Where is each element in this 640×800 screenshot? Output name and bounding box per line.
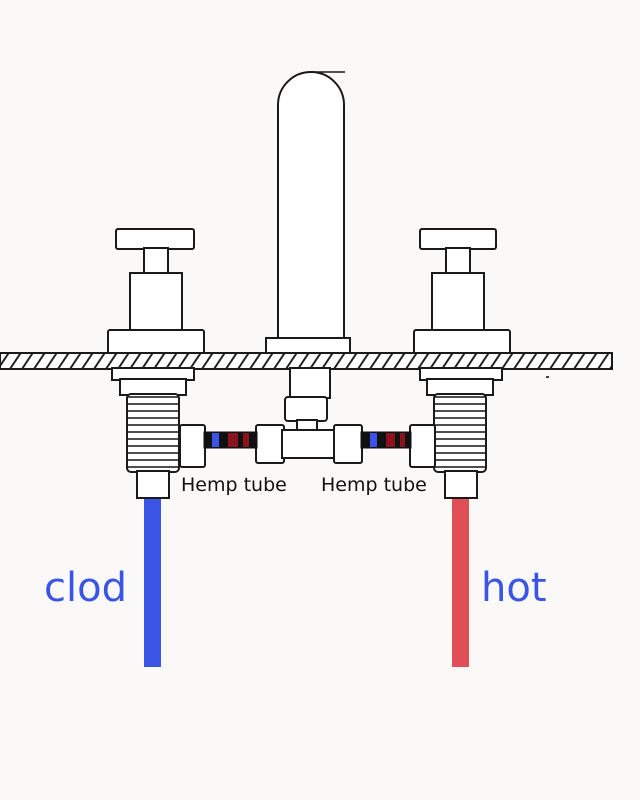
connectors (179, 424, 436, 468)
left-handle (107, 228, 205, 357)
hot-label: hot (481, 565, 547, 611)
hemp-tube-left (203, 431, 258, 449)
spout (265, 71, 351, 357)
spout-stem (284, 367, 331, 433)
countertop (0, 352, 613, 370)
cold-label: clod (44, 565, 127, 611)
cold-water-line (144, 497, 161, 667)
right-handle (413, 228, 511, 357)
hemp-tube-label-left: Hemp tube (181, 474, 287, 496)
left-valve-body (111, 367, 195, 499)
right-valve-body (419, 367, 503, 499)
hot-water-line (452, 497, 469, 667)
hemp-tube-label-right: Hemp tube (321, 474, 427, 496)
hemp-tube-right (360, 431, 412, 449)
